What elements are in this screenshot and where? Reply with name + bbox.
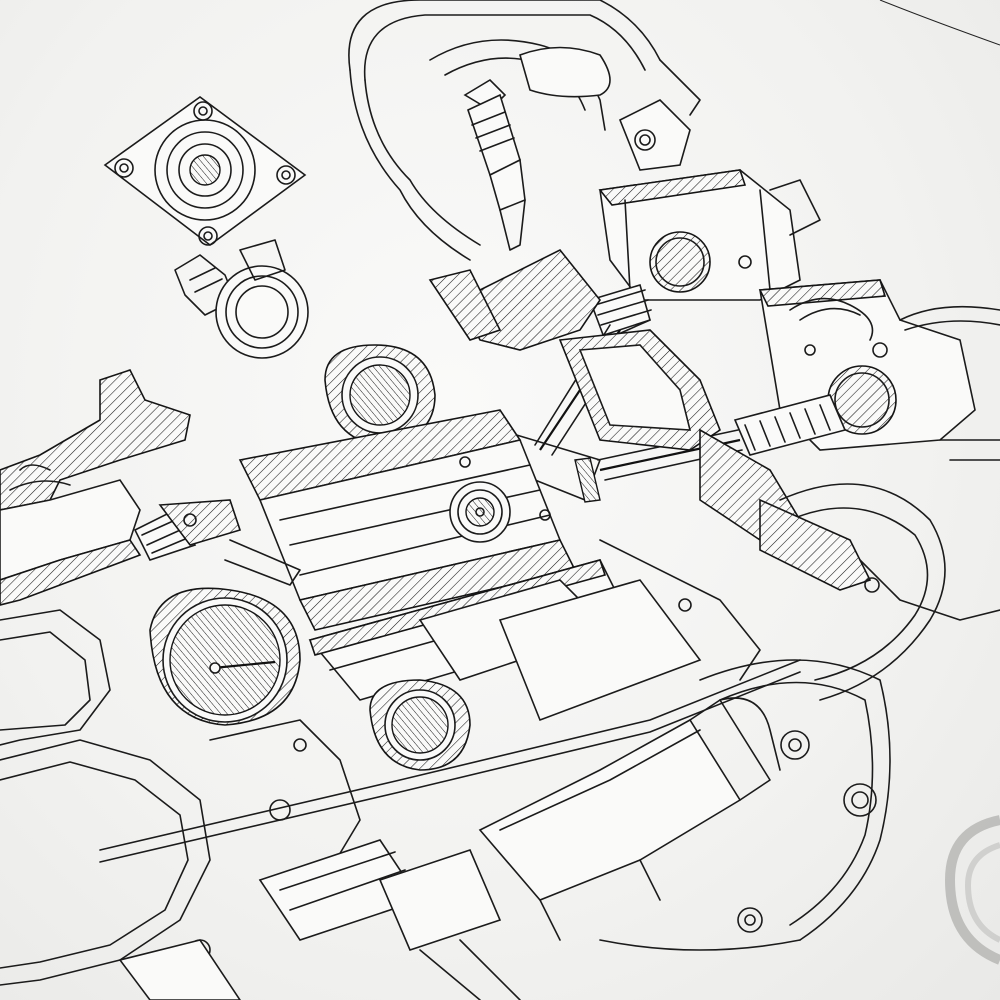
oil-pan bbox=[599, 659, 891, 951]
mounting-flange bbox=[103, 96, 307, 246]
connecting-rod bbox=[308, 559, 702, 722]
camshaft-bearing bbox=[324, 344, 436, 446]
exhaust-manifold bbox=[599, 483, 1000, 701]
fuel-injector bbox=[463, 78, 526, 251]
lower-block bbox=[0, 659, 801, 1000]
left-housing bbox=[0, 369, 191, 746]
fasteners bbox=[183, 255, 880, 752]
chain-tensioner bbox=[133, 499, 301, 586]
hose-loop bbox=[944, 815, 1000, 965]
crank-counterweight bbox=[369, 679, 471, 771]
piston-pin bbox=[449, 481, 511, 543]
cylinder-head bbox=[428, 248, 802, 541]
oil-filter bbox=[478, 697, 781, 941]
air-intake-duct bbox=[348, 0, 661, 261]
cam-housing bbox=[598, 59, 821, 301]
cylinder-bore bbox=[238, 409, 577, 631]
crankshaft-main-bearing bbox=[149, 587, 301, 726]
sensor-fitting bbox=[174, 239, 309, 359]
sheet-edge-arc bbox=[879, 0, 1000, 46]
